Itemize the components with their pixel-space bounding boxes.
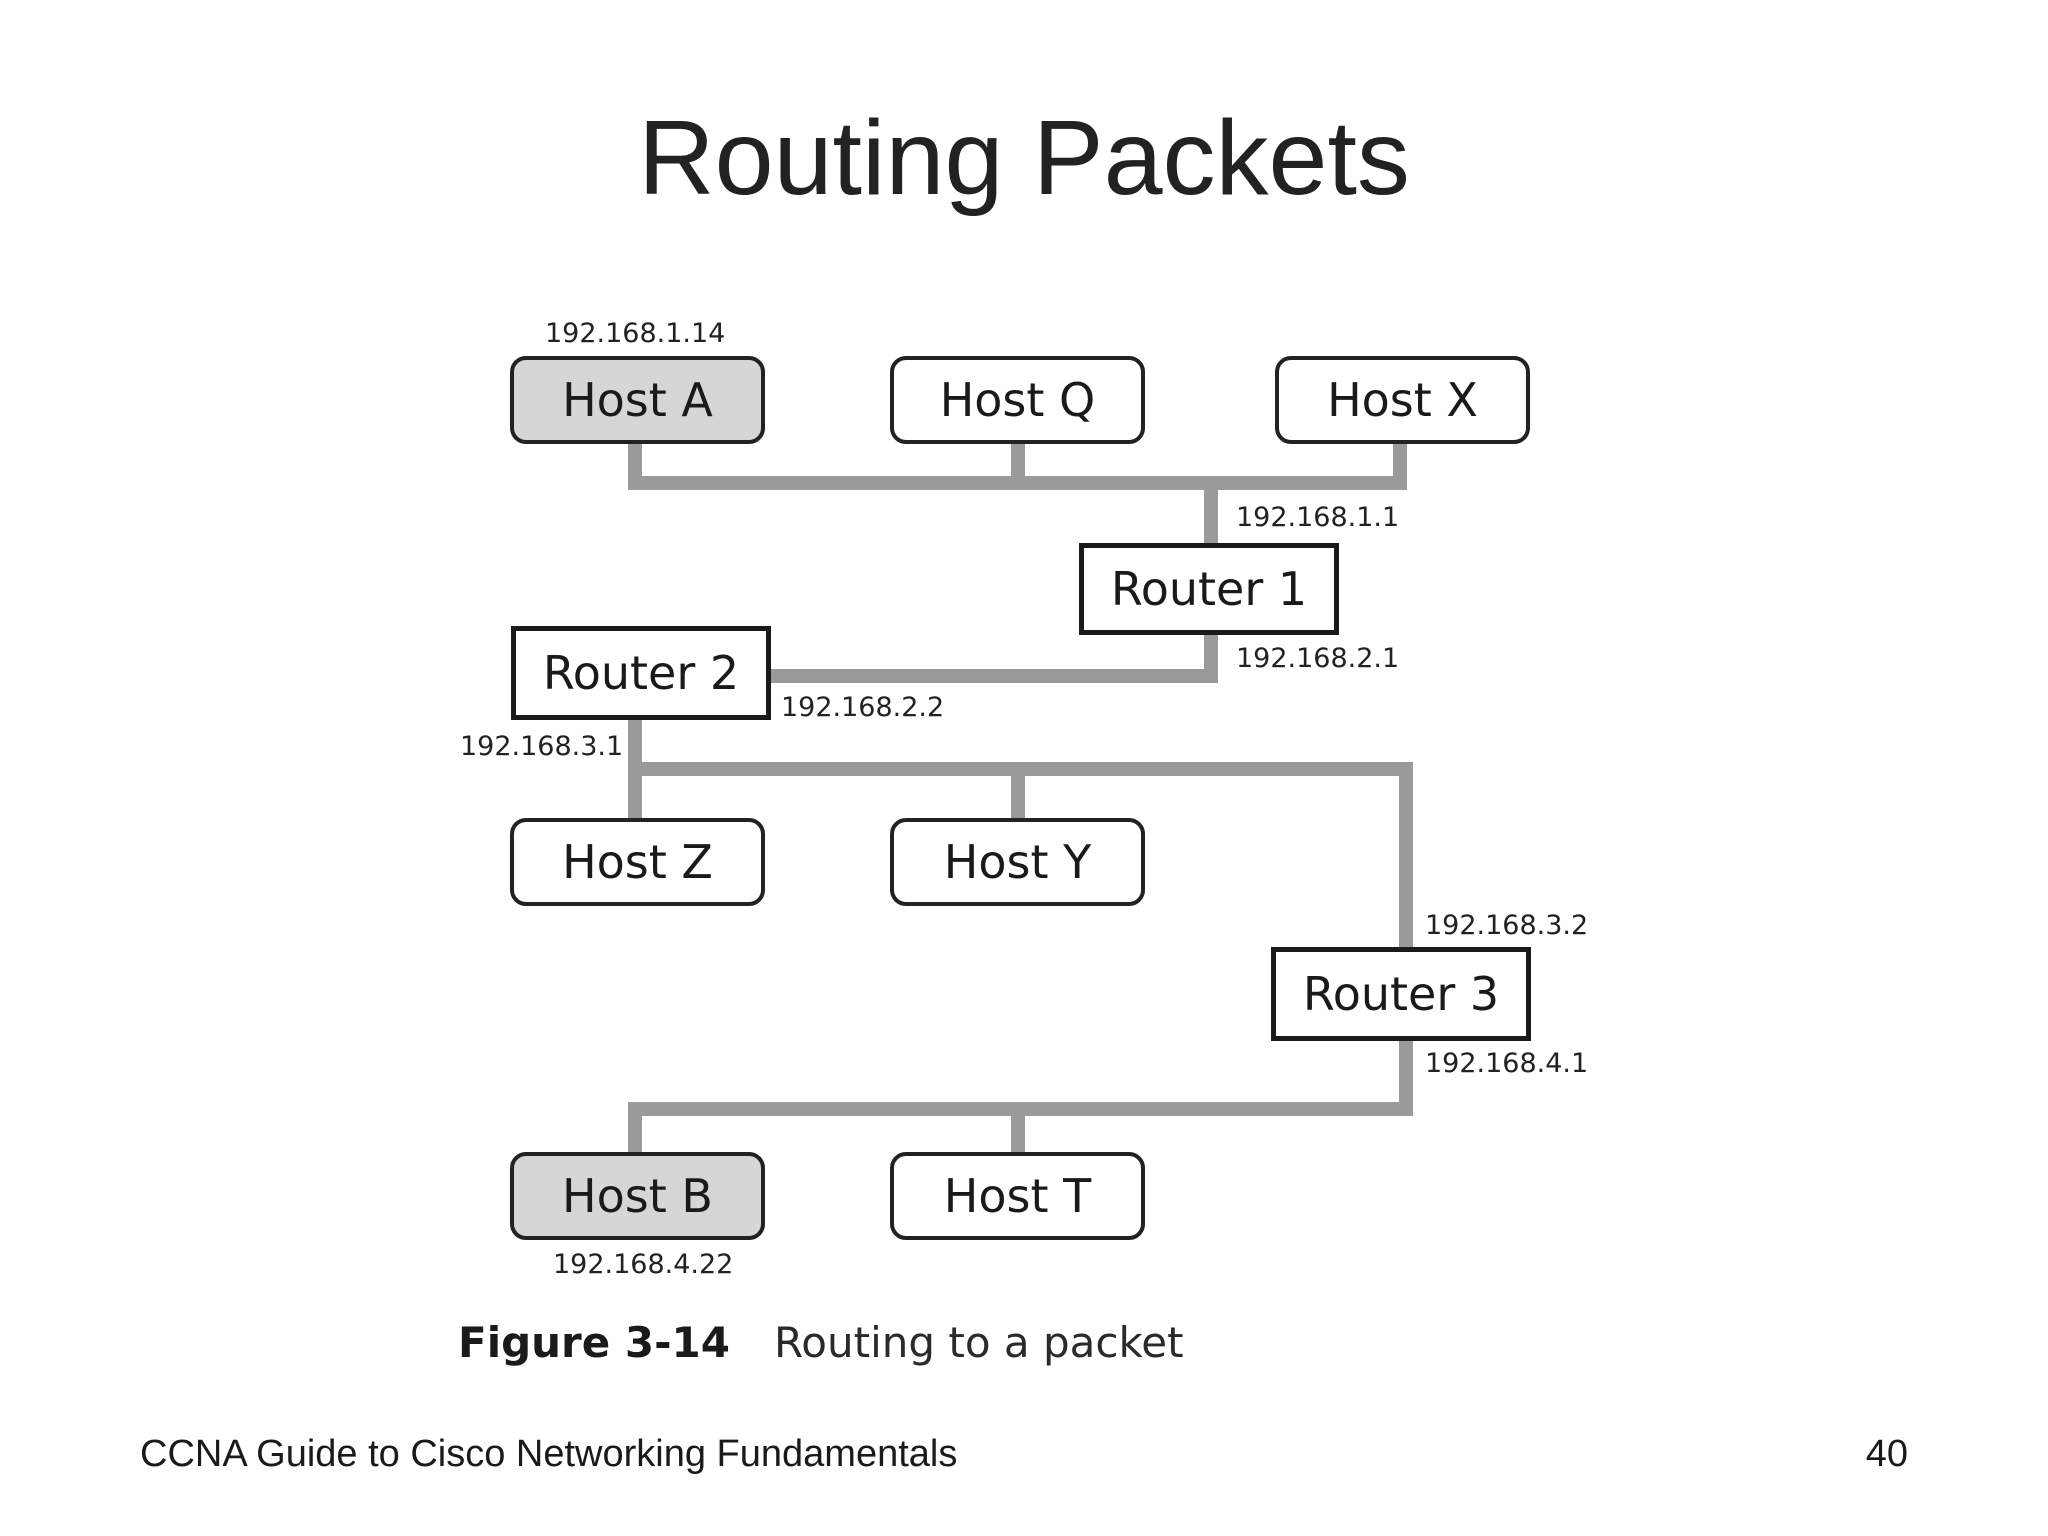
ip-router2-lan3: 192.168.3.1 (460, 731, 624, 762)
slide-title: Routing Packets (638, 99, 1410, 217)
figure-number: Figure 3-14 (458, 1318, 730, 1367)
ip-host-b: 192.168.4.22 (553, 1249, 734, 1280)
ip-router1-wan: 192.168.2.1 (1236, 643, 1400, 674)
link-router1-router2 (770, 634, 1218, 683)
slide-page-number: 40 (1865, 1433, 1908, 1475)
host-b-node: Host B (510, 1152, 765, 1240)
figure-caption-text: Routing to a packet (773, 1318, 1184, 1367)
figure-caption: Figure 3-14 Routing to a packet (458, 1318, 1184, 1367)
slide-footer-title: CCNA Guide to Cisco Networking Fundament… (140, 1433, 958, 1475)
host-y-node: Host Y (890, 818, 1145, 906)
host-t-node: Host T (890, 1152, 1145, 1240)
ip-router3-lan4: 192.168.4.1 (1425, 1048, 1589, 1079)
ip-router3-lan3: 192.168.3.2 (1425, 910, 1589, 941)
host-a-node: Host A (510, 356, 765, 444)
ip-router1-lan1: 192.168.1.1 (1236, 502, 1400, 533)
ip-router2-wan: 192.168.2.2 (781, 692, 945, 723)
router-2-node: Router 2 (511, 626, 771, 720)
ip-host-a: 192.168.1.14 (545, 318, 726, 349)
host-x-node: Host X (1275, 356, 1530, 444)
router-3-node: Router 3 (1271, 947, 1531, 1041)
host-q-node: Host Q (890, 356, 1145, 444)
host-z-node: Host Z (510, 818, 765, 906)
router-1-node: Router 1 (1079, 543, 1339, 635)
